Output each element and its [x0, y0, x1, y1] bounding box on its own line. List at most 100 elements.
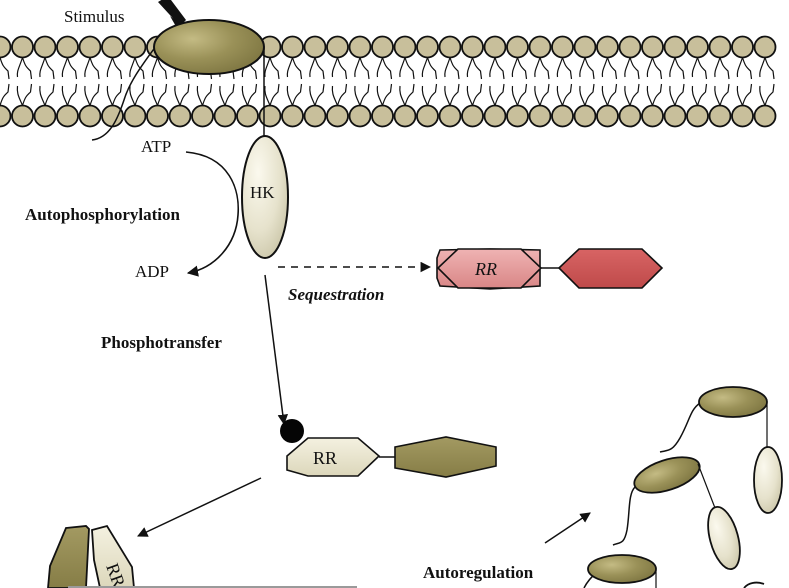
- lipid-head: [348, 104, 372, 128]
- lipid-head: [191, 104, 214, 128]
- lipid-tail: [561, 83, 573, 106]
- lipid-tail: [421, 85, 429, 106]
- lipid-bilayer-membrane: [0, 35, 777, 128]
- lipid-tail: [354, 57, 361, 78]
- lipid-head: [78, 35, 102, 59]
- lipid-tail: [764, 83, 775, 106]
- lipid-head: [618, 35, 642, 59]
- hk-middle-linker: [697, 463, 716, 509]
- lipid-head: [753, 104, 777, 128]
- lipid-tail: [511, 85, 519, 106]
- lipid-head: [11, 104, 34, 128]
- lipid-head: [56, 104, 79, 128]
- lipid-tail: [646, 57, 654, 78]
- receptor-tether-line: [91, 45, 157, 141]
- lipid-tail: [44, 57, 55, 80]
- lipid-tail: [669, 57, 676, 78]
- lipid-head: [303, 35, 327, 59]
- lipid-tail: [291, 57, 303, 80]
- lipid-tail: [449, 57, 460, 80]
- hk-middle-tether: [612, 486, 636, 546]
- lipid-head: [438, 104, 462, 128]
- lipid-tail: [421, 57, 429, 78]
- lipid-tail: [61, 57, 69, 78]
- lipid-tail: [84, 57, 91, 78]
- lipid-tail: [151, 57, 159, 78]
- lipid-tail: [534, 57, 541, 78]
- lipid-tail: [466, 57, 474, 78]
- lipid-tail: [0, 83, 10, 106]
- atp-label: ATP: [141, 137, 171, 156]
- lipid-head: [0, 35, 12, 59]
- lipid-head: [731, 104, 754, 128]
- adp-label: ADP: [135, 262, 169, 281]
- lipid-tail: [561, 57, 573, 80]
- lipid-tail: [494, 57, 505, 80]
- lipid-head: [393, 35, 417, 59]
- lipid-head: [438, 35, 462, 59]
- lipid-tail: [359, 57, 370, 80]
- lipid-head: [101, 104, 124, 128]
- lipid-tail: [106, 85, 114, 106]
- lipid-tail: [601, 85, 609, 106]
- lipid-tail: [381, 83, 393, 106]
- lipid-head: [348, 35, 372, 59]
- lipid-tail: [21, 83, 33, 106]
- lipid-tail: [16, 85, 24, 106]
- lipid-tail: [286, 85, 294, 106]
- synthesized-hk-middle: [612, 456, 741, 571]
- hk-middle-sensor-domain: [633, 456, 701, 494]
- lipid-head: [596, 104, 619, 128]
- lipid-head: [663, 104, 687, 128]
- lipid-tail: [556, 85, 564, 106]
- lipid-tail: [84, 85, 91, 106]
- lipid-tail: [111, 83, 123, 106]
- lipid-tail: [714, 85, 721, 106]
- lipid-tail: [219, 85, 226, 106]
- hk-top-tether: [659, 402, 701, 453]
- lipid-tail: [494, 83, 505, 106]
- hk-bottom-sensor-domain: [587, 554, 657, 584]
- lipid-head: [123, 35, 147, 59]
- lipid-tail: [201, 83, 213, 106]
- lipid-tail: [314, 57, 325, 80]
- lipid-tail: [489, 85, 496, 106]
- lipid-head: [641, 35, 664, 59]
- autophosphorylation-arrow: [185, 151, 240, 277]
- lipid-tail: [741, 57, 753, 80]
- lipid-tail: [669, 85, 676, 106]
- lipid-head: [281, 104, 304, 128]
- lipid-head: [326, 35, 349, 59]
- lipid-head: [258, 104, 282, 128]
- rr-sequestered-label: RR: [474, 259, 497, 279]
- lipid-tail: [691, 85, 699, 106]
- lipid-tail: [691, 57, 699, 78]
- rr-phosphorylated-label: RR: [313, 448, 337, 468]
- lipid-tail: [129, 85, 136, 106]
- hk-label: HK: [250, 183, 275, 202]
- lipid-tail: [606, 83, 618, 106]
- lipid-tail: [759, 85, 766, 106]
- lipid-head: [213, 104, 237, 128]
- lipid-head: [528, 104, 552, 128]
- lipid-tail: [674, 83, 685, 106]
- lipid-tail: [16, 57, 24, 78]
- lipid-tail: [156, 83, 168, 106]
- lipid-tail: [331, 57, 339, 78]
- lipid-tail: [89, 83, 100, 106]
- lipid-tail: [21, 57, 33, 80]
- lipid-head: [0, 104, 12, 128]
- phosphate-group-icon: [280, 419, 304, 443]
- lipid-tail: [624, 57, 631, 78]
- lipid-tail: [111, 57, 123, 80]
- lipid-tail: [516, 57, 528, 80]
- lipid-tail: [66, 57, 78, 80]
- lipid-head: [686, 35, 709, 59]
- lipid-tail: [359, 83, 370, 106]
- lipid-tail: [381, 57, 393, 80]
- lipid-tail: [426, 83, 438, 106]
- lipid-head: [731, 35, 754, 59]
- lipid-tail: [196, 85, 204, 106]
- lipid-tail: [309, 57, 316, 78]
